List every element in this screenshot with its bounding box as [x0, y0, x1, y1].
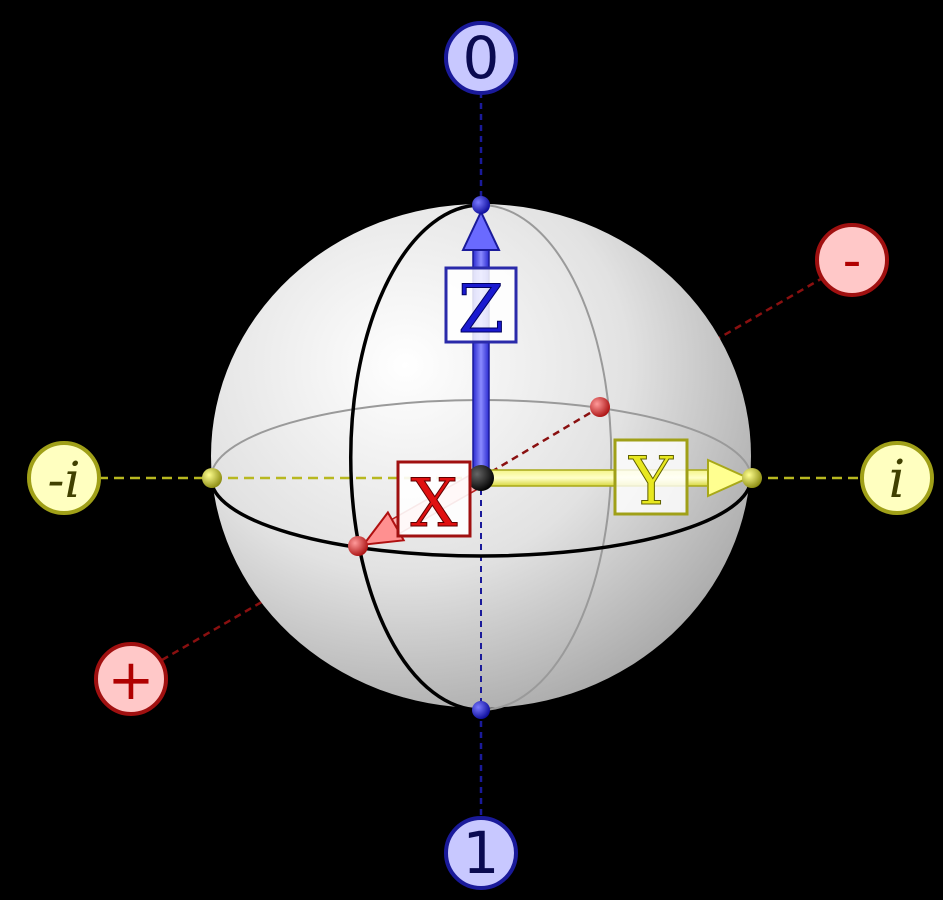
y-label: Y — [628, 443, 674, 520]
z-label: Z — [458, 271, 504, 348]
pole-one-label: 1 — [463, 819, 500, 887]
pole-one: 1 — [444, 816, 518, 890]
y-right-ball — [742, 468, 762, 488]
x-axis-line-upper — [599, 274, 827, 409]
pole-zero-label: 0 — [463, 24, 500, 92]
meridian-back — [480, 204, 613, 711]
pole-plus-label: + — [108, 648, 155, 713]
x-label: X — [411, 465, 458, 542]
x-axis-line-lower — [161, 544, 359, 662]
x-label-box: X — [396, 460, 472, 543]
pole-pos-i: i — [860, 441, 934, 515]
pole-neg-i: -i — [27, 441, 101, 515]
meridian-front — [348, 203, 482, 712]
y-label-box: Y — [613, 438, 689, 521]
equator-front — [209, 477, 753, 558]
pole-pos-i-label: i — [889, 450, 906, 510]
z-bottom-ball — [472, 701, 490, 719]
z-label-box: Z — [444, 266, 518, 349]
pole-minus-label: - — [843, 231, 862, 291]
pole-minus: - — [815, 223, 889, 297]
x-front-ball — [348, 536, 368, 556]
z-top-ball — [472, 196, 490, 214]
y-left-ball — [202, 468, 222, 488]
x-back-ball — [590, 397, 610, 417]
pole-zero: 0 — [444, 21, 518, 95]
pole-neg-i-label: -i — [48, 451, 81, 509]
origin-ball — [468, 465, 494, 491]
pole-plus: + — [94, 642, 168, 716]
